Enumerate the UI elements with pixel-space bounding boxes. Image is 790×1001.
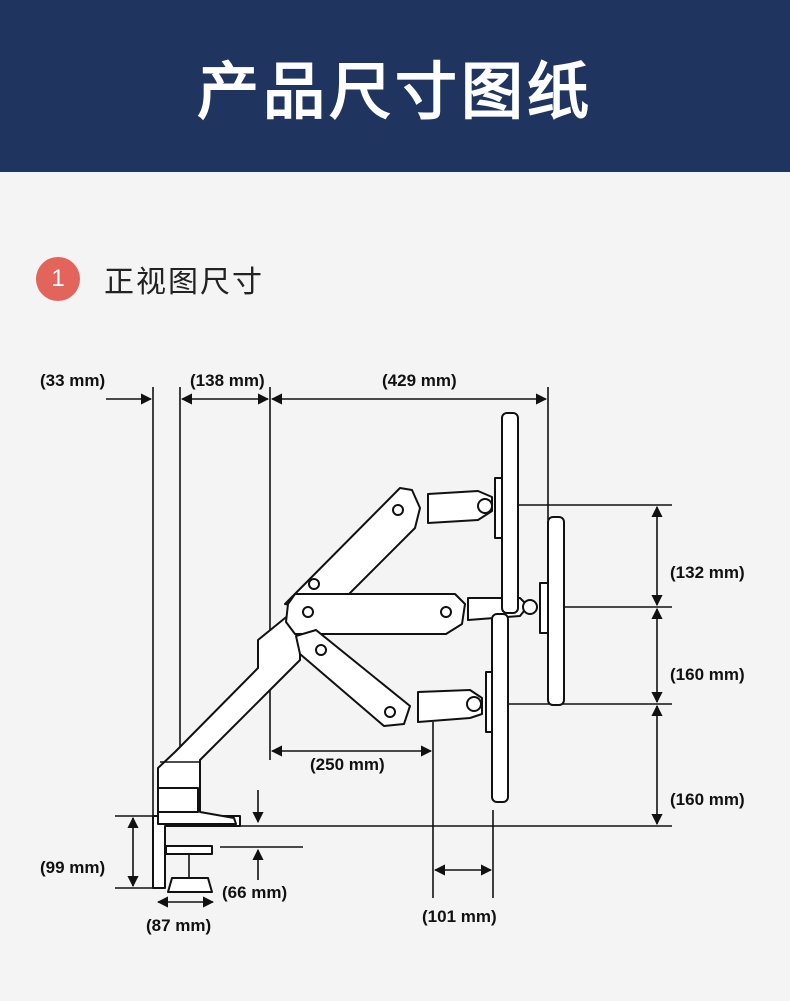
section-title: 正视图尺寸: [104, 265, 264, 300]
dim-label-138: (138 mm): [190, 371, 265, 390]
dim-label-429: (429 mm): [382, 371, 457, 390]
dimension-labels: (33 mm) (138 mm) (429 mm) (132 mm) (160 …: [40, 371, 745, 935]
dim-label-250: (250 mm): [310, 755, 385, 774]
dim-label-87: (87 mm): [146, 916, 211, 935]
bottom-dimension-arrows: [127, 745, 493, 908]
page-title: 产品尺寸图纸: [196, 55, 593, 128]
dim-label-33: (33 mm): [40, 371, 105, 390]
monitor-arm-drawing: [152, 412, 565, 893]
step-number-badge: 1: [36, 257, 80, 301]
section-header: 1 正视图尺寸: [36, 256, 264, 302]
dim-label-160-upper: (160 mm): [670, 665, 745, 684]
dim-label-99: (99 mm): [40, 858, 105, 877]
dim-label-66: (66 mm): [222, 883, 287, 902]
dim-label-160-lower: (160 mm): [670, 790, 745, 809]
dim-label-132: (132 mm): [670, 563, 745, 582]
header-banner: 产品尺寸图纸: [0, 0, 790, 172]
dim-label-101: (101 mm): [422, 907, 497, 926]
